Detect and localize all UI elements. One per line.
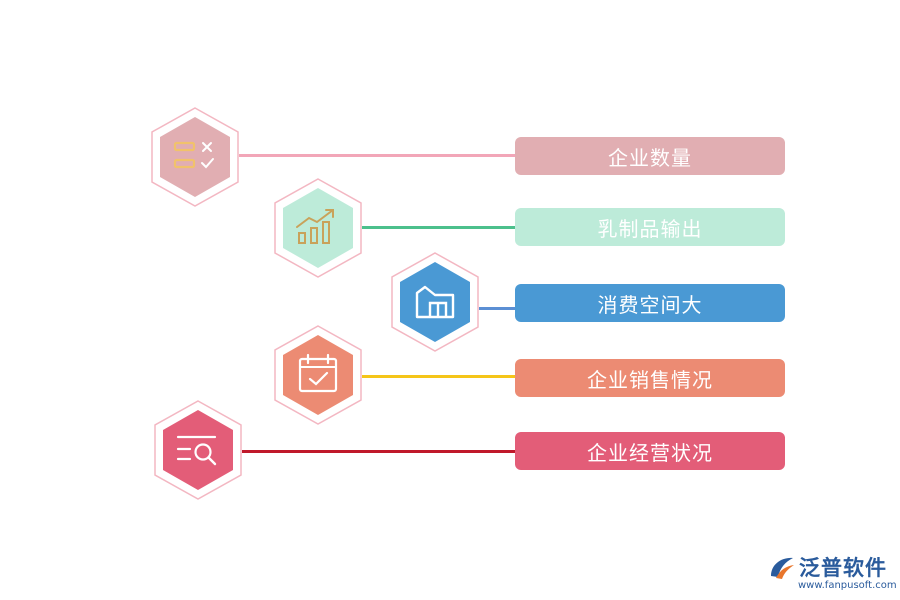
hexagon-node-4 xyxy=(273,324,363,426)
hexagon-node-5 xyxy=(153,399,243,501)
label-text-3: 消费空间大 xyxy=(597,292,703,317)
label-pill-4: 企业销售情况 xyxy=(515,359,785,397)
connector-line-1 xyxy=(239,154,516,157)
connector-line-4 xyxy=(362,375,516,378)
logo-url: www.fanpusoft.com xyxy=(798,580,897,591)
logo-mark-icon xyxy=(771,557,794,579)
logo-name: 泛普软件 xyxy=(799,556,887,580)
hexagon-node-2 xyxy=(273,177,363,279)
label-text-1: 企业数量 xyxy=(608,145,692,170)
label-pill-5: 企业经营状况 xyxy=(515,432,785,470)
hexagon-node-1 xyxy=(150,106,240,208)
calendar-check-icon xyxy=(298,353,338,393)
label-pill-3: 消费空间大 xyxy=(515,284,785,322)
warehouse-icon xyxy=(415,285,455,319)
connector-line-5 xyxy=(242,450,516,453)
search-list-icon xyxy=(176,435,217,466)
brand-logo: 泛普软件 www.fanpusoft.com xyxy=(768,550,897,596)
label-text-5: 企业经营状况 xyxy=(587,440,713,465)
bar-chart-growth-icon xyxy=(296,209,334,244)
label-text-2: 乳制品输出 xyxy=(597,216,703,241)
checklist-icon xyxy=(173,141,214,169)
label-pill-2: 乳制品输出 xyxy=(515,208,785,246)
connector-line-3 xyxy=(479,307,516,310)
hexagon-node-3 xyxy=(390,251,480,353)
label-pill-1: 企业数量 xyxy=(515,137,785,175)
connector-line-2 xyxy=(362,226,516,229)
label-text-4: 企业销售情况 xyxy=(587,367,713,392)
